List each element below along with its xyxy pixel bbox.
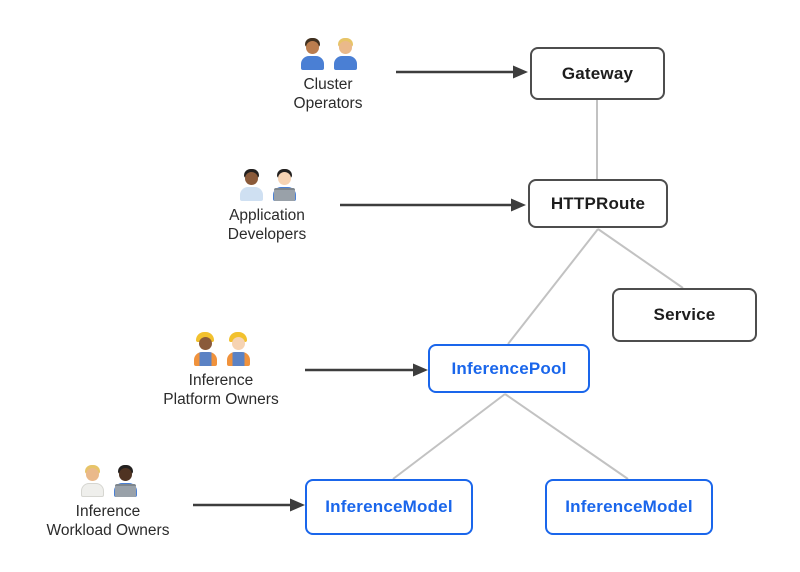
platform-owners-label: Inference Platform Owners — [163, 372, 279, 408]
woman-construction-worker-icon — [191, 332, 219, 367]
line-inferencepool-inferencemodel2 — [504, 393, 629, 480]
line-httproute-inferencepool — [507, 228, 599, 345]
arrow-platform-owners-inferencepool — [305, 363, 428, 377]
line-httproute-service — [597, 228, 684, 289]
man-office-worker-icon — [237, 167, 265, 202]
persona-application-developers: Application Developers — [187, 167, 347, 245]
cluster-operators-label: Cluster Operators — [293, 76, 363, 112]
application-developers-label: Application Developers — [227, 207, 307, 243]
node-service: Service — [612, 288, 757, 342]
persona-inference-workload-owners: Inference Workload Owners — [28, 463, 188, 541]
node-inferencepool: InferencePool — [428, 344, 590, 393]
persona-cluster-operators: Cluster Operators — [248, 36, 408, 114]
technologist-icon — [111, 463, 139, 498]
cluster-operators-figures — [298, 36, 359, 71]
application-developers-figures — [237, 167, 298, 202]
woman-technologist-icon — [270, 167, 298, 202]
line-inferencepool-inferencemodel1 — [392, 393, 506, 480]
persona-inference-platform-owners: Inference Platform Owners — [141, 332, 301, 410]
woman-mechanic-icon — [331, 36, 359, 71]
workload-owners-figures — [78, 463, 139, 498]
arrow-workload-owners-inferencemodel — [193, 498, 305, 512]
man-construction-worker-icon — [224, 332, 252, 367]
platform-owners-figures — [191, 332, 252, 367]
node-gateway: Gateway — [530, 47, 665, 100]
man-mechanic-icon — [298, 36, 326, 71]
arrow-cluster-operators-gateway — [396, 65, 528, 79]
node-inferencemodel-right: InferenceModel — [545, 479, 713, 535]
arrow-application-developers-httproute — [340, 198, 526, 212]
workload-owners-label: Inference Workload Owners — [46, 503, 170, 539]
node-inferencemodel-left: InferenceModel — [305, 479, 473, 535]
health-worker-icon — [78, 463, 106, 498]
node-httproute: HTTPRoute — [528, 179, 668, 228]
